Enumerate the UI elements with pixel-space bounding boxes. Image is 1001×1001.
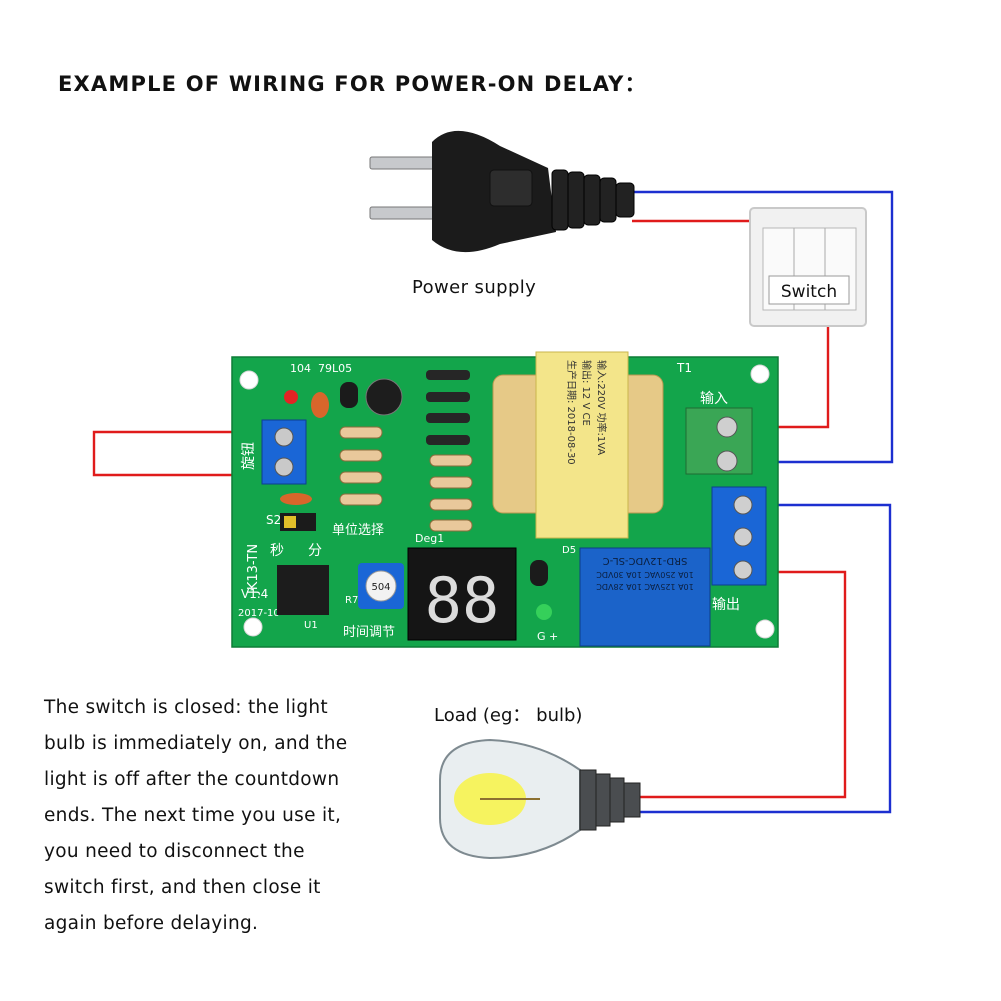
wire-output-bulb-blue [640, 503, 892, 814]
label-s2: S2 [266, 513, 281, 527]
label-unit-select: 单位选择 [332, 523, 384, 538]
relay-line-1: SRD-12VDC-SL-C [603, 555, 688, 566]
label-time-adjust: 时间调节 [343, 625, 395, 640]
label-min: 分 [308, 543, 322, 559]
label-input: 输入 [700, 391, 728, 407]
label-g-plus: G + [537, 630, 558, 643]
transformer-line-3: 生产日期: 2018-08-30 [565, 360, 578, 465]
description: The switch is closed: the light bulb is … [44, 690, 404, 942]
label-year: 2017-10 [238, 608, 280, 619]
label-pot-value: 504 [371, 582, 390, 593]
description-line: switch first, and then close it [44, 877, 321, 898]
label-version: V1.4 [241, 587, 268, 601]
transformer-line-2: 输出: 12 V CE [580, 360, 593, 426]
label-knob: 旋钮 [241, 442, 257, 470]
description-line: ends. The next time you use it, [44, 805, 342, 826]
description-line: The switch is closed: the light [44, 697, 328, 718]
switch-label: Switch [781, 282, 837, 302]
page-title: EXAMPLE OF WIRING FOR POWER-ON DELAY： [58, 72, 647, 96]
transformer-line-1: 输入:220V 功率:1VA [595, 360, 608, 455]
label-u1: U1 [304, 620, 318, 631]
label-104: 104 [290, 362, 311, 375]
wires [92, 190, 894, 814]
wire-plug-blue [632, 190, 894, 464]
label-deg1: Deg1 [415, 532, 444, 545]
seven-segment-display: 88 [425, 564, 500, 637]
description-line: bulb is immediately on, and the [44, 733, 348, 754]
wire-knob-loop-red [92, 430, 283, 477]
description-line: again before delaying. [44, 913, 259, 934]
description-line: light is off after the countdown [44, 769, 340, 790]
label-model: JK13-TN [246, 544, 261, 595]
label-output: 输出 [712, 597, 740, 613]
description-line: you need to disconnect the [44, 841, 305, 862]
label-r7: R7 [345, 595, 358, 606]
relay-line-2: 10A 250VAC 10A 30VDC [596, 570, 694, 579]
label-t1: T1 [676, 361, 692, 375]
relay-line-3: 10A 125VAC 10A 28VDC [596, 582, 694, 591]
label-79l05: 79L05 [318, 362, 352, 375]
power-plug [369, 130, 635, 253]
load-label: Load (eg： bulb) [434, 705, 583, 726]
wire-output-bulb-red [640, 570, 847, 799]
label-sec: 秒 [270, 543, 284, 559]
resistor-rows [339, 370, 473, 532]
mounting-holes [239, 364, 775, 639]
power-supply-label: Power supply [412, 277, 537, 298]
label-d5: D5 [562, 545, 576, 556]
